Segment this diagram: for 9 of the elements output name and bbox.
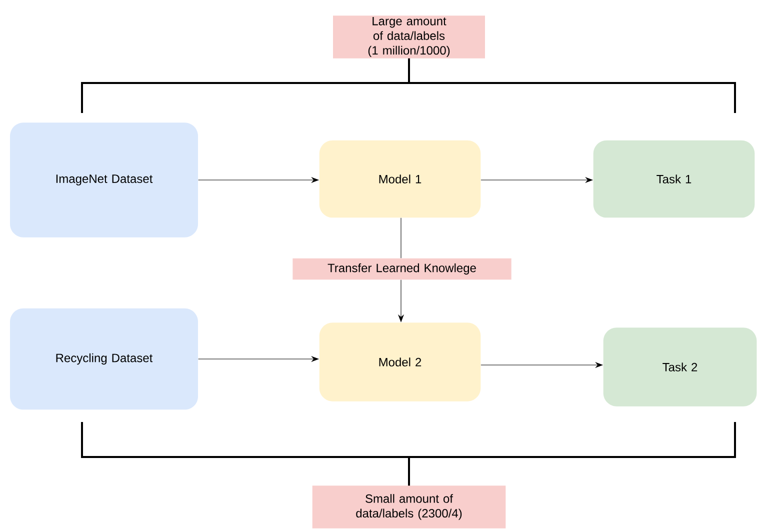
dataset-box: Recycling Dataset	[10, 308, 198, 410]
model-box: Model 2	[319, 322, 481, 402]
task-box: Task 1	[593, 140, 755, 218]
task-box: Task 2	[603, 328, 757, 406]
note-box: Small amount of data/labels (2300/4)	[312, 486, 506, 528]
note-box: Large amount of data/labels (1 million/1000)	[333, 16, 485, 58]
dataset-box: ImageNet Dataset	[10, 122, 198, 238]
note-box: Transfer Learned Knowlege	[292, 258, 512, 280]
model-box: Model 1	[319, 140, 481, 218]
